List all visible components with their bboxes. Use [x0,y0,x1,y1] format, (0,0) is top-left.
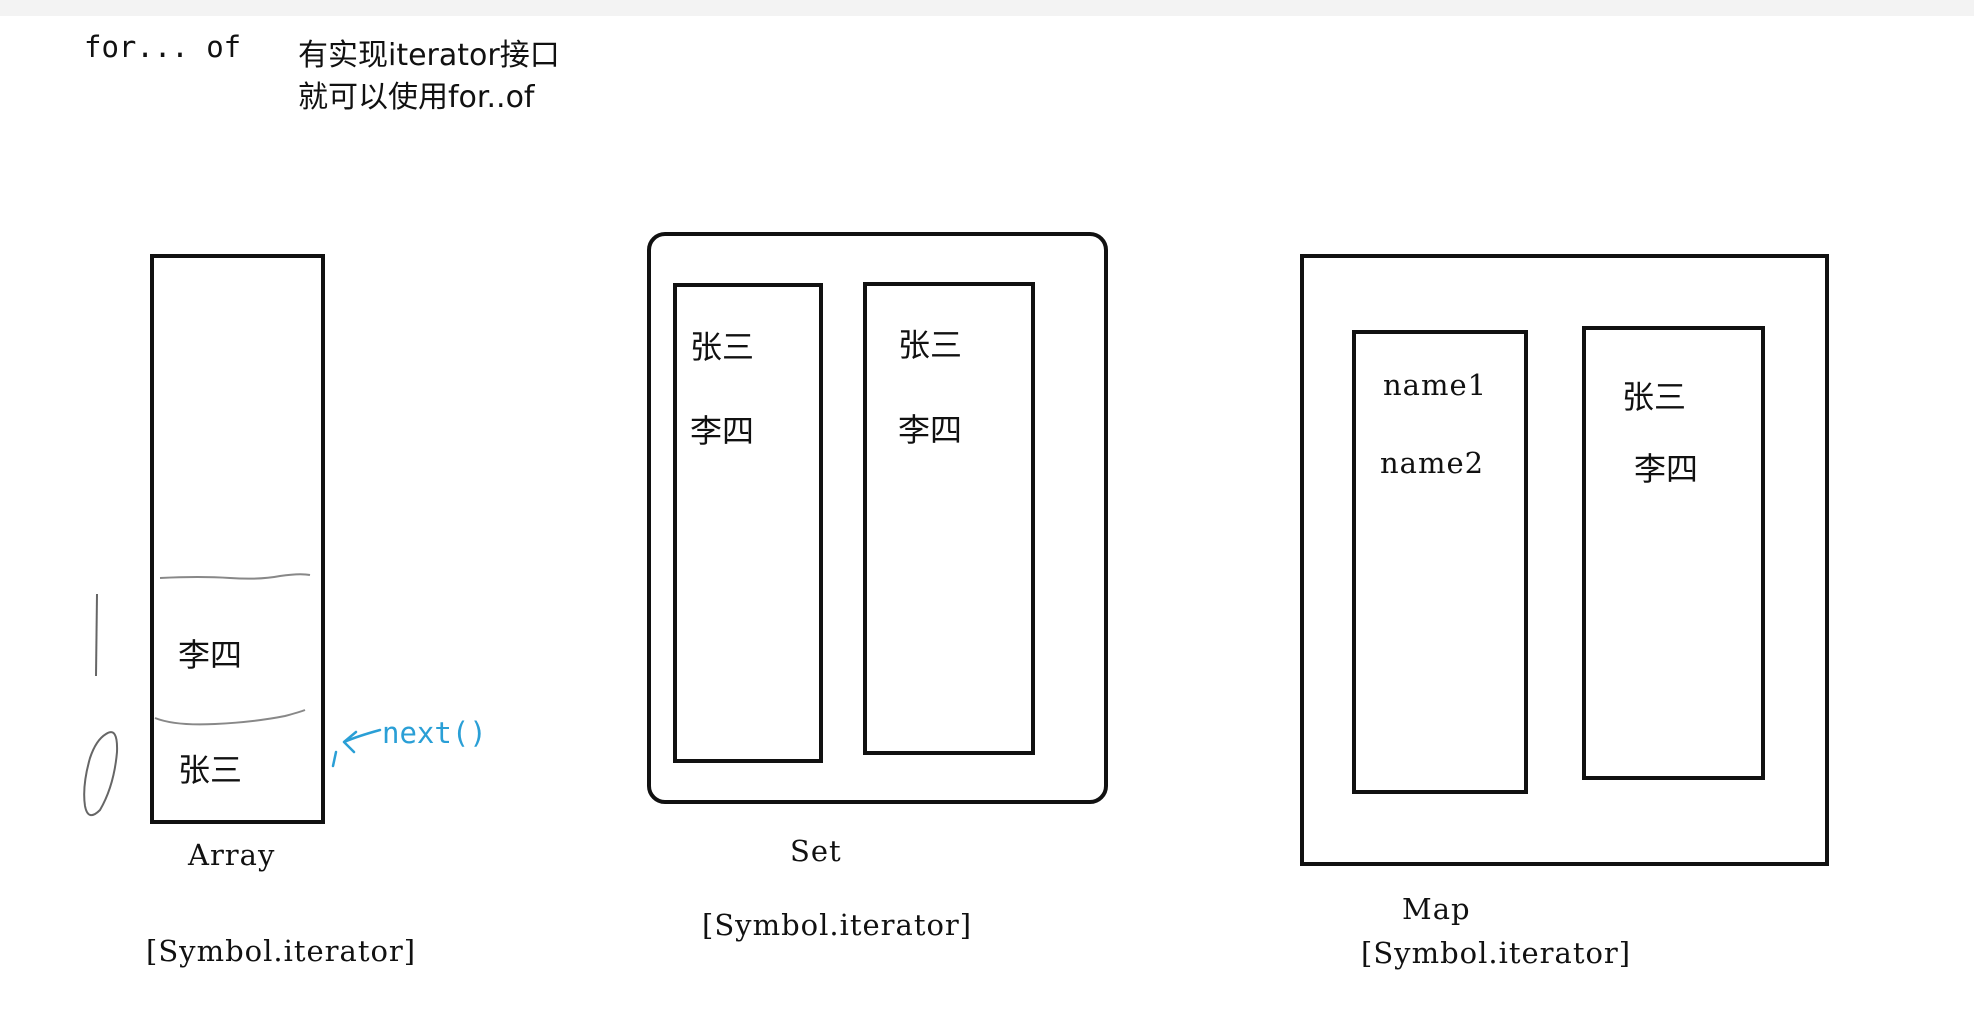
for-of-keyword: for... of [84,30,242,64]
map-value-2: 李四 [1634,450,1699,488]
heading-line-1: 有实现iterator接口 [298,38,560,73]
set-symbol-iterator: [Symbol.iterator] [702,908,973,942]
top-band [0,0,1974,16]
array-caption: Array [188,838,276,872]
heading-line-2: 就可以使用for..of [298,80,535,115]
set-caption: Set [790,834,842,868]
set-left-column [673,283,823,763]
map-outer-box [1300,254,1829,866]
array-divider-upper [159,573,311,580]
map-symbol-iterator: [Symbol.iterator] [1361,936,1632,970]
set-left-item-2: 李四 [690,412,755,450]
array-item-zhangsan: 张三 [178,751,243,789]
map-key-1: name1 [1383,368,1488,402]
map-keys-column [1352,330,1528,794]
next-call-label: next() [382,716,487,750]
array-box [150,254,325,824]
array-symbol-iterator: [Symbol.iterator] [146,934,417,968]
map-caption: Map [1402,892,1471,926]
set-outer-box [647,232,1108,804]
map-values-column [1582,326,1765,780]
array-item-lisi: 李四 [178,636,243,674]
set-right-item-2: 李四 [898,411,963,449]
set-right-item-1: 张三 [898,326,963,364]
pointer-oval-stroke [83,731,119,817]
array-divider-lower [154,709,306,726]
pointer-vertical-stroke [95,593,98,677]
set-left-item-1: 张三 [690,328,755,366]
map-key-2: name2 [1380,446,1485,480]
map-value-1: 张三 [1622,378,1687,416]
next-arrow-icon [331,728,382,768]
set-right-column [863,282,1035,755]
